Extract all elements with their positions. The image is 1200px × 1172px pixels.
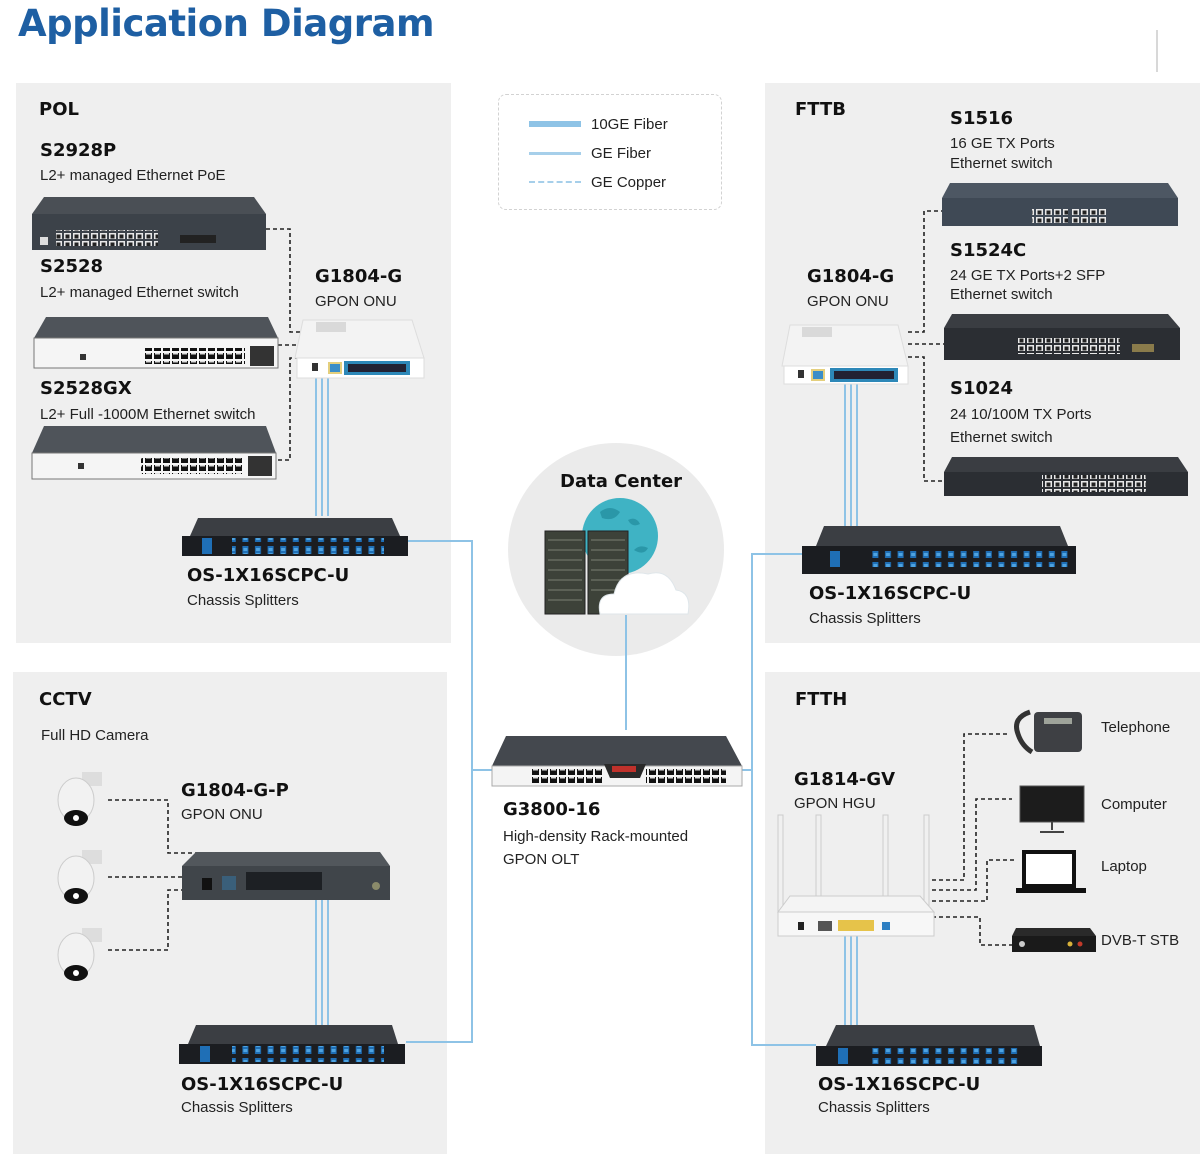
- ftth-splitter-model: OS-1X16SCPC-U: [818, 1074, 981, 1095]
- s1024-model: S1024: [950, 378, 1014, 399]
- fttb-onu-model: G1804-G: [807, 266, 895, 287]
- pol-onu-desc: GPON ONU: [315, 293, 397, 310]
- camera-label: Full HD Camera: [41, 727, 149, 744]
- cctv-onu-model: G1804-G-P: [181, 780, 289, 801]
- s2528gx-desc: L2+ Full -1000M Ethernet switch: [40, 406, 256, 423]
- pol-splitter-model: OS-1X16SCPC-U: [187, 565, 350, 586]
- legend-item-ge-fiber: GE Fiber: [529, 143, 651, 163]
- fttb-heading: FTTB: [795, 99, 846, 120]
- legend-label: GE Fiber: [591, 144, 652, 162]
- pol-splitter-desc: Chassis Splitters: [187, 592, 299, 609]
- s1524c-desc-1: 24 GE TX Ports+2 SFP: [950, 267, 1106, 284]
- s1024-desc-1: 24 10/100M TX Ports: [950, 406, 1092, 423]
- endpoint-telephone-label: Telephone: [1101, 719, 1171, 736]
- panel-cctv: [13, 672, 447, 1154]
- thin-fiber-swatch: [529, 151, 581, 155]
- s2928p-desc: L2+ managed Ethernet PoE: [40, 167, 226, 184]
- fttb-onu-desc: GPON ONU: [807, 293, 889, 310]
- fttb-splitter-model: OS-1X16SCPC-U: [809, 583, 972, 604]
- cctv-onu-desc: GPON ONU: [181, 806, 263, 823]
- ftth-heading: FTTH: [795, 689, 848, 710]
- olt-desc-1: High-density Rack-mounted: [503, 828, 689, 845]
- pol-onu-model: G1804-G: [315, 266, 403, 287]
- s2528-model: S2528: [40, 256, 104, 277]
- s2528-desc: L2+ managed Ethernet switch: [40, 284, 239, 301]
- legend-item-ge-copper: GE Copper: [529, 172, 666, 192]
- s1524c-model: S1524C: [950, 240, 1027, 261]
- thick-fiber-swatch: [529, 121, 581, 127]
- s1516-desc-1: 16 GE TX Ports: [950, 135, 1055, 152]
- endpoint-stb-label: DVB-T STB: [1101, 932, 1180, 949]
- endpoint-laptop-label: Laptop: [1101, 858, 1147, 875]
- datacenter-label: Data Center: [560, 471, 683, 492]
- legend-item-10ge-fiber: 10GE Fiber: [529, 114, 668, 134]
- legend: 10GE Fiber GE Fiber GE Copper: [498, 94, 722, 210]
- cctv-splitter-model: OS-1X16SCPC-U: [181, 1074, 344, 1095]
- s2928p-model: S2928P: [40, 140, 117, 161]
- s2528gx-model: S2528GX: [40, 378, 132, 399]
- cctv-heading: CCTV: [39, 689, 92, 710]
- cctv-splitter-desc: Chassis Splitters: [181, 1099, 293, 1116]
- page-title: Application Diagram: [18, 2, 435, 45]
- s1516-desc-2: Ethernet switch: [950, 155, 1053, 172]
- hgu-model: G1814-GV: [794, 769, 896, 790]
- endpoint-computer-label: Computer: [1101, 796, 1167, 813]
- ftth-splitter-desc: Chassis Splitters: [818, 1099, 930, 1116]
- olt-model: G3800-16: [503, 799, 601, 820]
- decorative-divider: [1156, 30, 1158, 72]
- hgu-desc: GPON HGU: [794, 795, 876, 812]
- copper-dashed-swatch: [529, 181, 581, 183]
- fttb-splitter-desc: Chassis Splitters: [809, 610, 921, 627]
- s1516-model: S1516: [950, 108, 1014, 129]
- s1524c-desc-2: Ethernet switch: [950, 286, 1053, 303]
- olt-desc-2: GPON OLT: [503, 851, 580, 868]
- legend-label: GE Copper: [591, 173, 667, 191]
- legend-label: 10GE Fiber: [591, 115, 668, 133]
- s1024-desc-2: Ethernet switch: [950, 429, 1053, 446]
- olt-g3800-image: [491, 736, 743, 787]
- pol-heading: POL: [39, 99, 79, 120]
